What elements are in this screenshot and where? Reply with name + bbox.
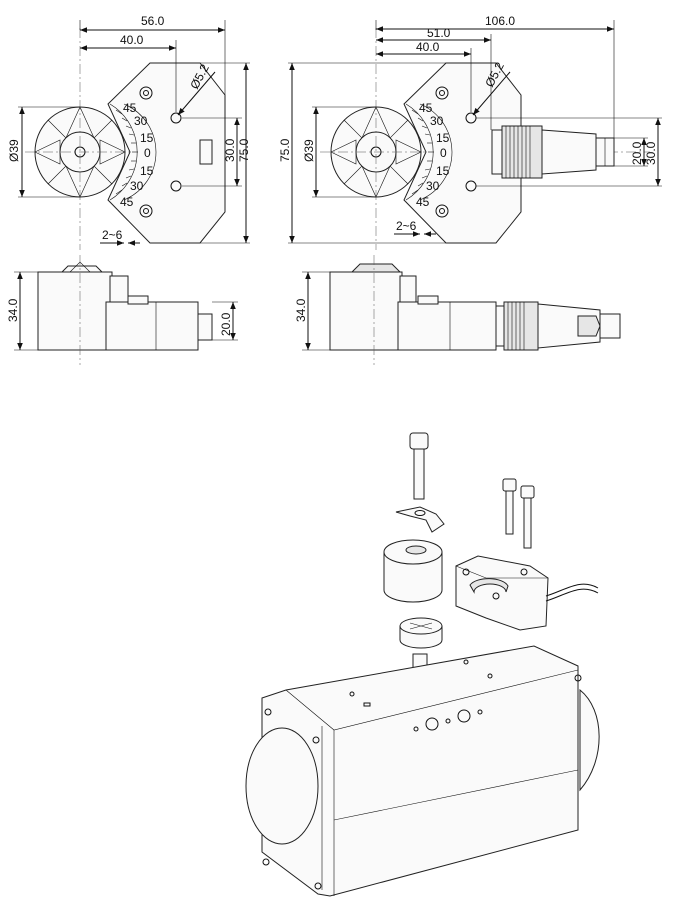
actuator-body — [245, 645, 600, 897]
scale-label: 45 — [120, 195, 134, 209]
mounting-hole — [170, 180, 182, 192]
dim-connector-height: 20.0 — [630, 141, 644, 165]
dim-side-height: 34.0 — [294, 298, 308, 322]
dim-width-center: 40.0 — [120, 33, 144, 47]
dim-side-height: 34.0 — [6, 298, 20, 322]
dim-width-total: 106.0 — [485, 14, 515, 28]
scale-label: 0 — [440, 146, 447, 160]
mounting-hole — [170, 112, 182, 124]
dim-connector-height2: 30.0 — [644, 141, 658, 165]
scale-label: 0 — [144, 146, 151, 160]
side-view-left: 34.0 20.0 — [6, 255, 238, 365]
end-cap-left — [245, 727, 319, 845]
dim-height-inner: 30.0 — [223, 138, 237, 162]
cam-plate — [395, 506, 445, 533]
dim-gap: 2~6 — [102, 228, 123, 242]
cable-connector — [491, 125, 615, 179]
exploded-assembly — [245, 432, 600, 897]
dim-gap: 2~6 — [396, 219, 417, 233]
mounting-bolts — [502, 478, 535, 549]
end-cap-right — [579, 688, 600, 792]
dim-height-total: 75.0 — [237, 138, 251, 162]
center-bolt — [409, 432, 429, 500]
front-view-right: 45 30 15 0 15 30 45 — [278, 14, 662, 250]
dim-width-center: 40.0 — [416, 40, 440, 54]
switch-box — [455, 555, 599, 631]
scale-label: 30 — [134, 114, 148, 128]
switch-side — [105, 301, 199, 351]
scale-label: 30 — [426, 179, 440, 193]
dim-height-total: 75.0 — [278, 138, 292, 162]
dim-body-diameter: Ø39 — [302, 139, 316, 162]
dim-width-mid: 51.0 — [427, 26, 451, 40]
front-view-left: 45 30 15 0 15 30 45 56.0 40.0 Ø5.2 Ø39 3… — [7, 14, 251, 250]
scale-label: 45 — [416, 195, 430, 209]
indicator-cylinder — [383, 539, 443, 603]
angle-scale-ticks — [115, 109, 138, 195]
scale-label: 30 — [430, 114, 444, 128]
dim-side-connector: 20.0 — [219, 312, 233, 336]
scale-label: 15 — [436, 164, 450, 178]
scale-label: 15 — [140, 131, 154, 145]
scale-label: 15 — [436, 131, 450, 145]
coupling — [399, 617, 443, 649]
scale-label: 30 — [130, 179, 144, 193]
scale-label: 45 — [123, 101, 137, 115]
dim-body-diameter: Ø39 — [7, 139, 21, 162]
indicator-side — [37, 271, 113, 351]
scale-label: 45 — [419, 101, 433, 115]
dim-width-total: 56.0 — [141, 14, 165, 28]
switch-housing — [107, 62, 226, 244]
side-view-right: 34.0 — [294, 255, 621, 365]
scale-label: 15 — [140, 164, 154, 178]
